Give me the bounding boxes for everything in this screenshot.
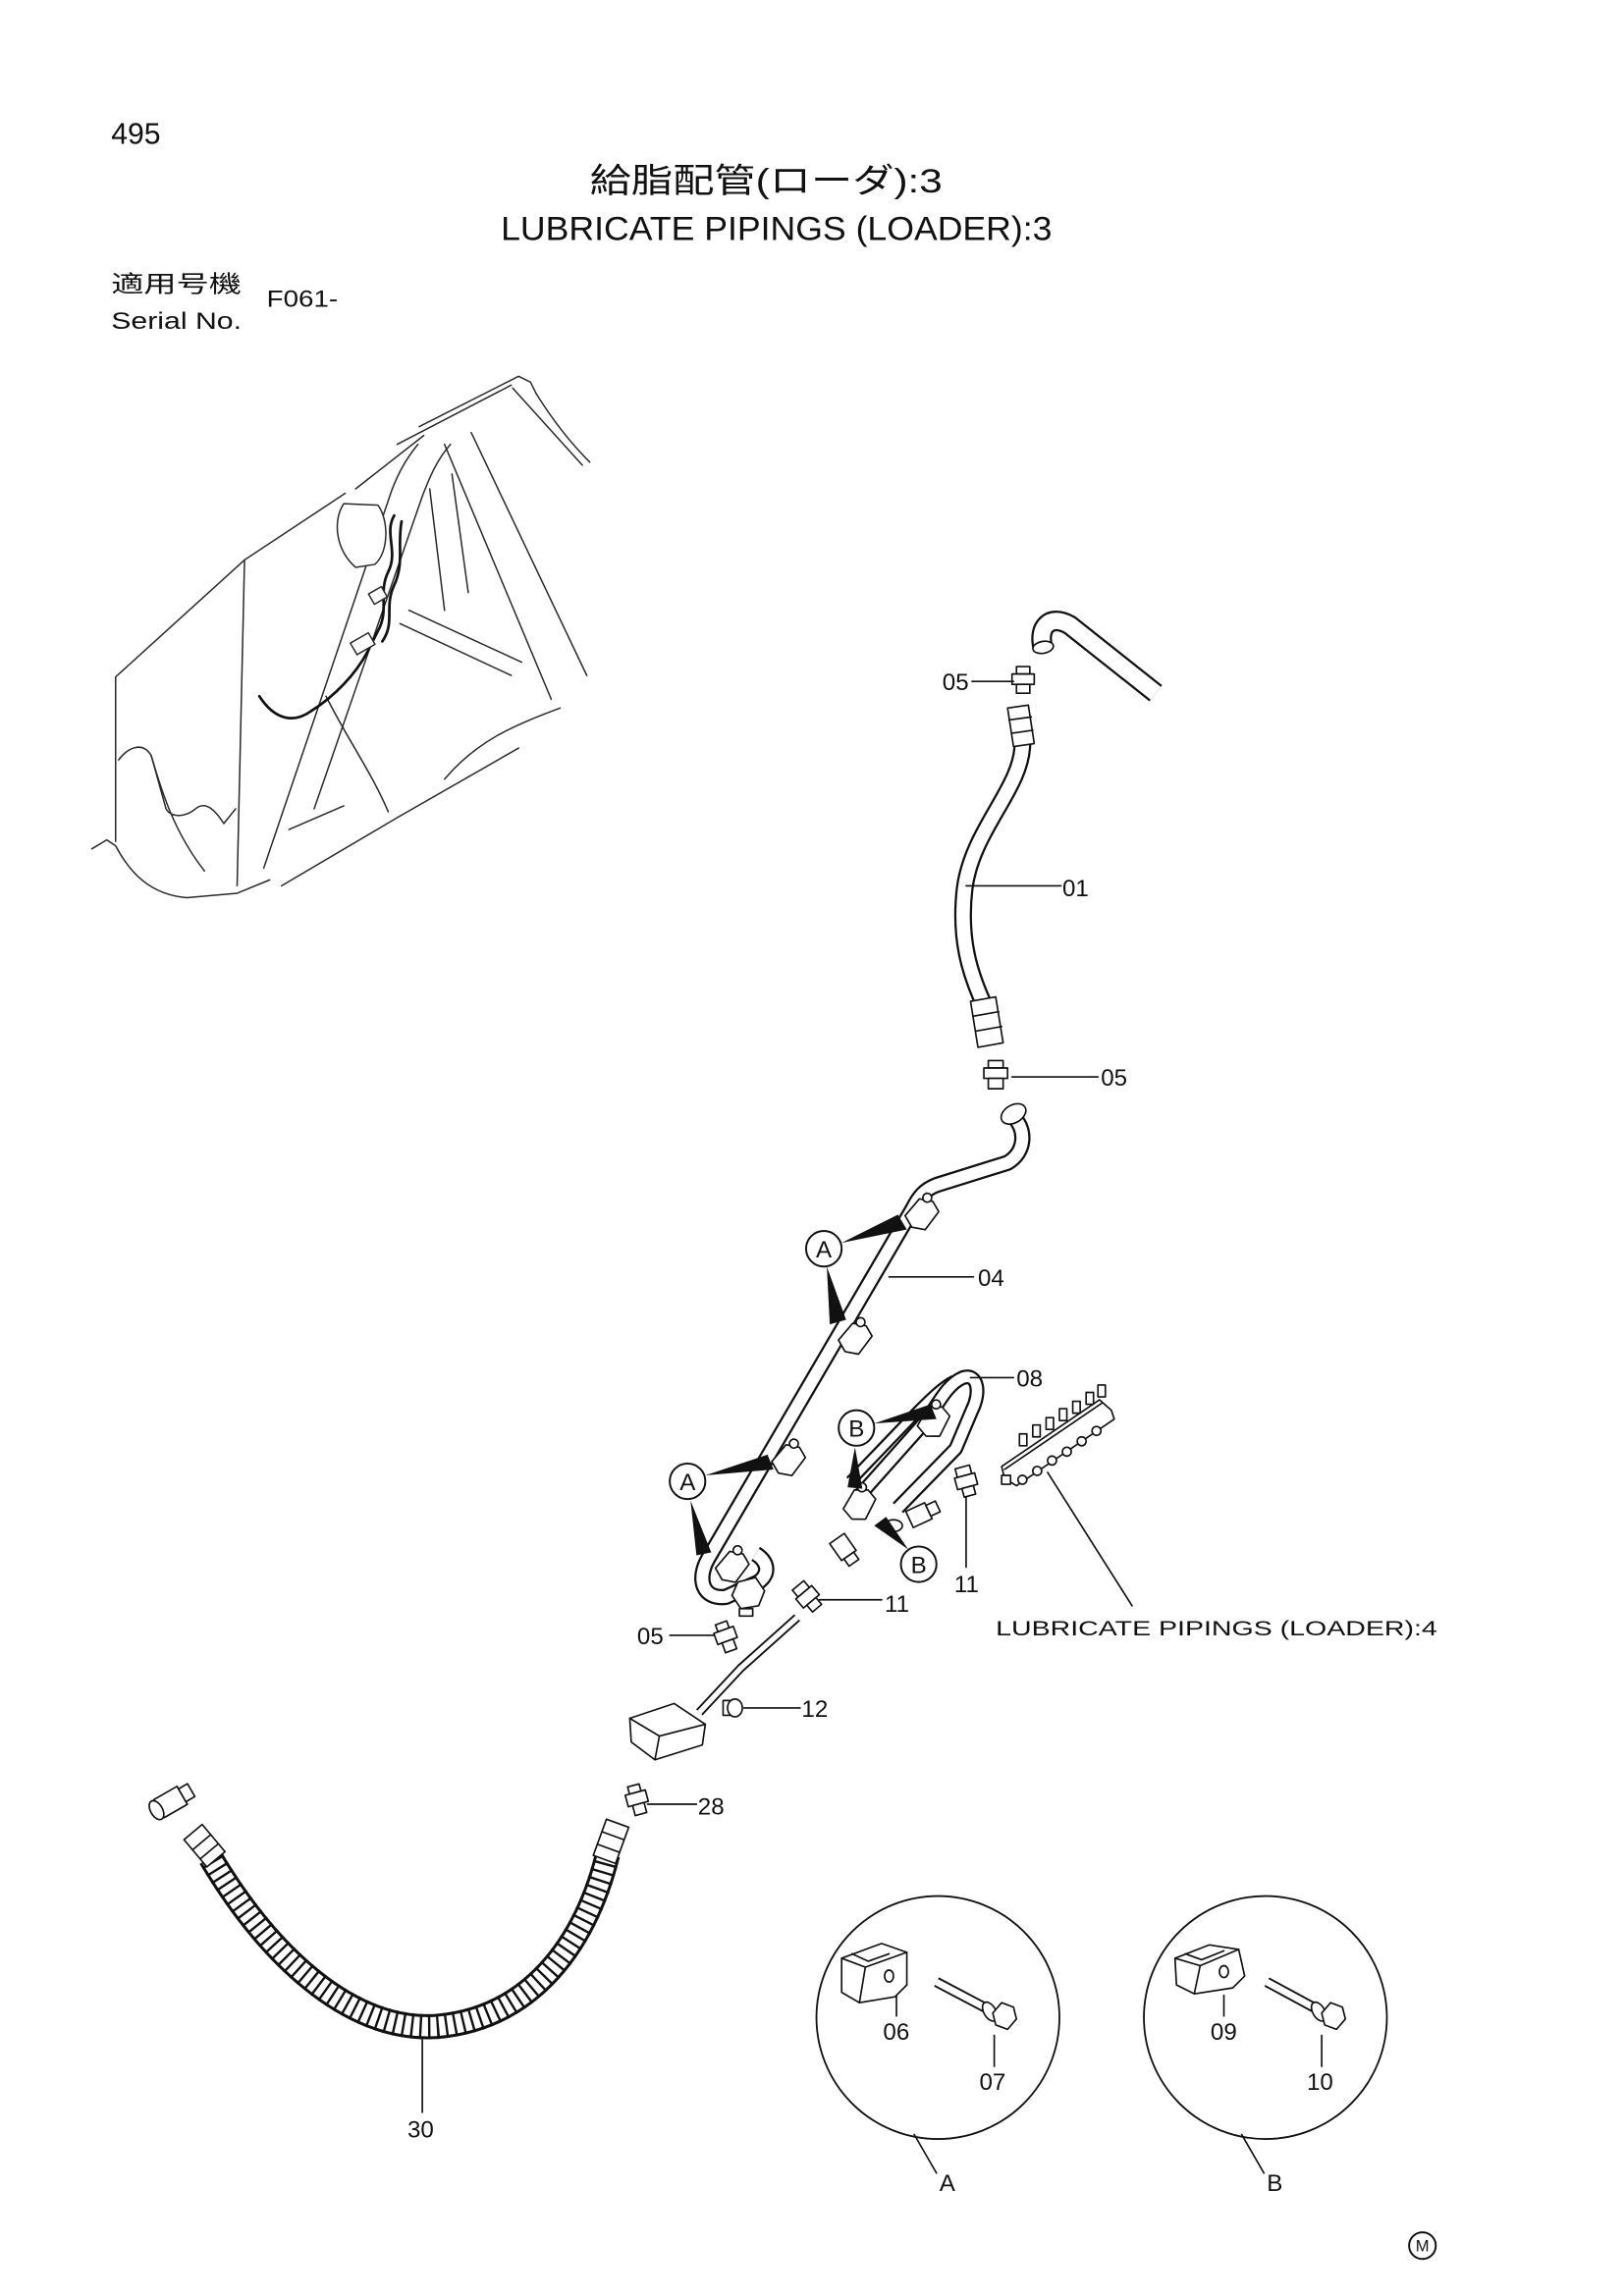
pipe-08-fitting bbox=[829, 1532, 860, 1568]
fitting-05-low bbox=[713, 1620, 738, 1654]
bolt-07 bbox=[934, 1977, 1018, 2031]
view-marker-a-lower-label: A bbox=[679, 1469, 696, 1496]
view-marker-a-upper-label: A bbox=[816, 1237, 833, 1263]
pipe-clamp bbox=[714, 1544, 750, 1583]
lube-distribution-block bbox=[1001, 1384, 1115, 1487]
plug-12 bbox=[722, 1698, 743, 1718]
callout-10: 10 bbox=[1307, 2069, 1333, 2096]
callout-07: 07 bbox=[980, 2069, 1006, 2096]
hose-01 bbox=[953, 704, 1036, 1048]
page-number: 495 bbox=[111, 118, 160, 150]
pipe-clamp bbox=[842, 1481, 877, 1521]
callout-30: 30 bbox=[407, 2117, 434, 2144]
serial-label-english: Serial No. bbox=[111, 308, 242, 335]
view-marker-b-upper: B bbox=[838, 1409, 876, 1447]
leader-line-view-a bbox=[913, 2133, 938, 2174]
hose-30-nut-upper bbox=[592, 1818, 630, 1865]
leader-line-cross-reference bbox=[1047, 1471, 1133, 1607]
title-japanese: 給脂配管(ローダ):3 bbox=[590, 162, 943, 200]
fitting-28 bbox=[623, 1783, 650, 1817]
cross-reference-note: LUBRICATE PIPINGS (LOADER):4 bbox=[996, 1618, 1437, 1640]
callout-28: 28 bbox=[698, 1794, 725, 1821]
fitting-05-mid bbox=[983, 1059, 1009, 1090]
callout-04: 04 bbox=[978, 1265, 1004, 1292]
hose-30-elbow-fitting bbox=[148, 1783, 196, 1821]
hose-30 bbox=[148, 1783, 630, 2040]
callout-01: 01 bbox=[1062, 876, 1089, 902]
leader-line-view-b bbox=[1240, 2133, 1266, 2174]
junction-block bbox=[628, 1702, 707, 1761]
callout-05-mid: 05 bbox=[1101, 1065, 1127, 1092]
detail-view-a-label: A bbox=[940, 2170, 956, 2197]
view-marker-pointers bbox=[690, 1214, 937, 1556]
pipe-04 bbox=[694, 1102, 1031, 1618]
view-marker-b-lower: B bbox=[899, 1545, 938, 1583]
callout-11-left: 11 bbox=[885, 1591, 909, 1618]
fitting-11-right bbox=[953, 1464, 979, 1499]
upper-elbow-pipe bbox=[1031, 611, 1163, 702]
fitting-11-left bbox=[791, 1579, 823, 1614]
corner-mark-letter: M bbox=[1416, 2237, 1430, 2256]
view-marker-a-upper: A bbox=[804, 1230, 843, 1268]
view-marker-b-lower-label: B bbox=[911, 1553, 927, 1579]
title-english: LUBRICATE PIPINGS (LOADER):3 bbox=[501, 210, 1052, 247]
loader-bucket-sketch bbox=[90, 375, 591, 899]
view-marker-b-upper-label: B bbox=[848, 1416, 864, 1443]
pipe-clamp bbox=[903, 1192, 940, 1231]
callout-08: 08 bbox=[1016, 1365, 1043, 1392]
pipe-clamp bbox=[771, 1438, 807, 1477]
callout-05-low: 05 bbox=[637, 1624, 664, 1650]
callout-06: 06 bbox=[883, 2019, 909, 2046]
clamp-09 bbox=[1173, 1944, 1246, 1995]
callout-09: 09 bbox=[1211, 2019, 1237, 2046]
corner-circled-mark: M bbox=[1408, 2231, 1437, 2261]
pipe-clamp bbox=[838, 1316, 873, 1356]
view-marker-a-lower: A bbox=[669, 1462, 707, 1501]
detail-view-a: 06 07 A bbox=[815, 1895, 1060, 2197]
detail-view-b-label: B bbox=[1267, 2170, 1282, 2197]
sketch-hose-highlight bbox=[257, 513, 404, 720]
serial-label-japanese: 適用号機 bbox=[111, 271, 242, 297]
bolt-10 bbox=[1264, 1977, 1347, 2031]
hose-30-nut-lower bbox=[183, 1823, 227, 1868]
clamp-06 bbox=[840, 1943, 908, 2004]
callout-05-top: 05 bbox=[943, 669, 969, 696]
fitting-05-top bbox=[1010, 666, 1036, 695]
callout-11-right: 11 bbox=[954, 1572, 979, 1598]
detail-view-b: 09 10 B bbox=[1143, 1895, 1388, 2197]
pipe-08-fitting bbox=[904, 1500, 942, 1529]
callout-12: 12 bbox=[801, 1696, 828, 1723]
pipe-end-nut bbox=[731, 1576, 766, 1618]
serial-value: F061- bbox=[267, 286, 338, 312]
branch-tube bbox=[696, 1614, 800, 1716]
